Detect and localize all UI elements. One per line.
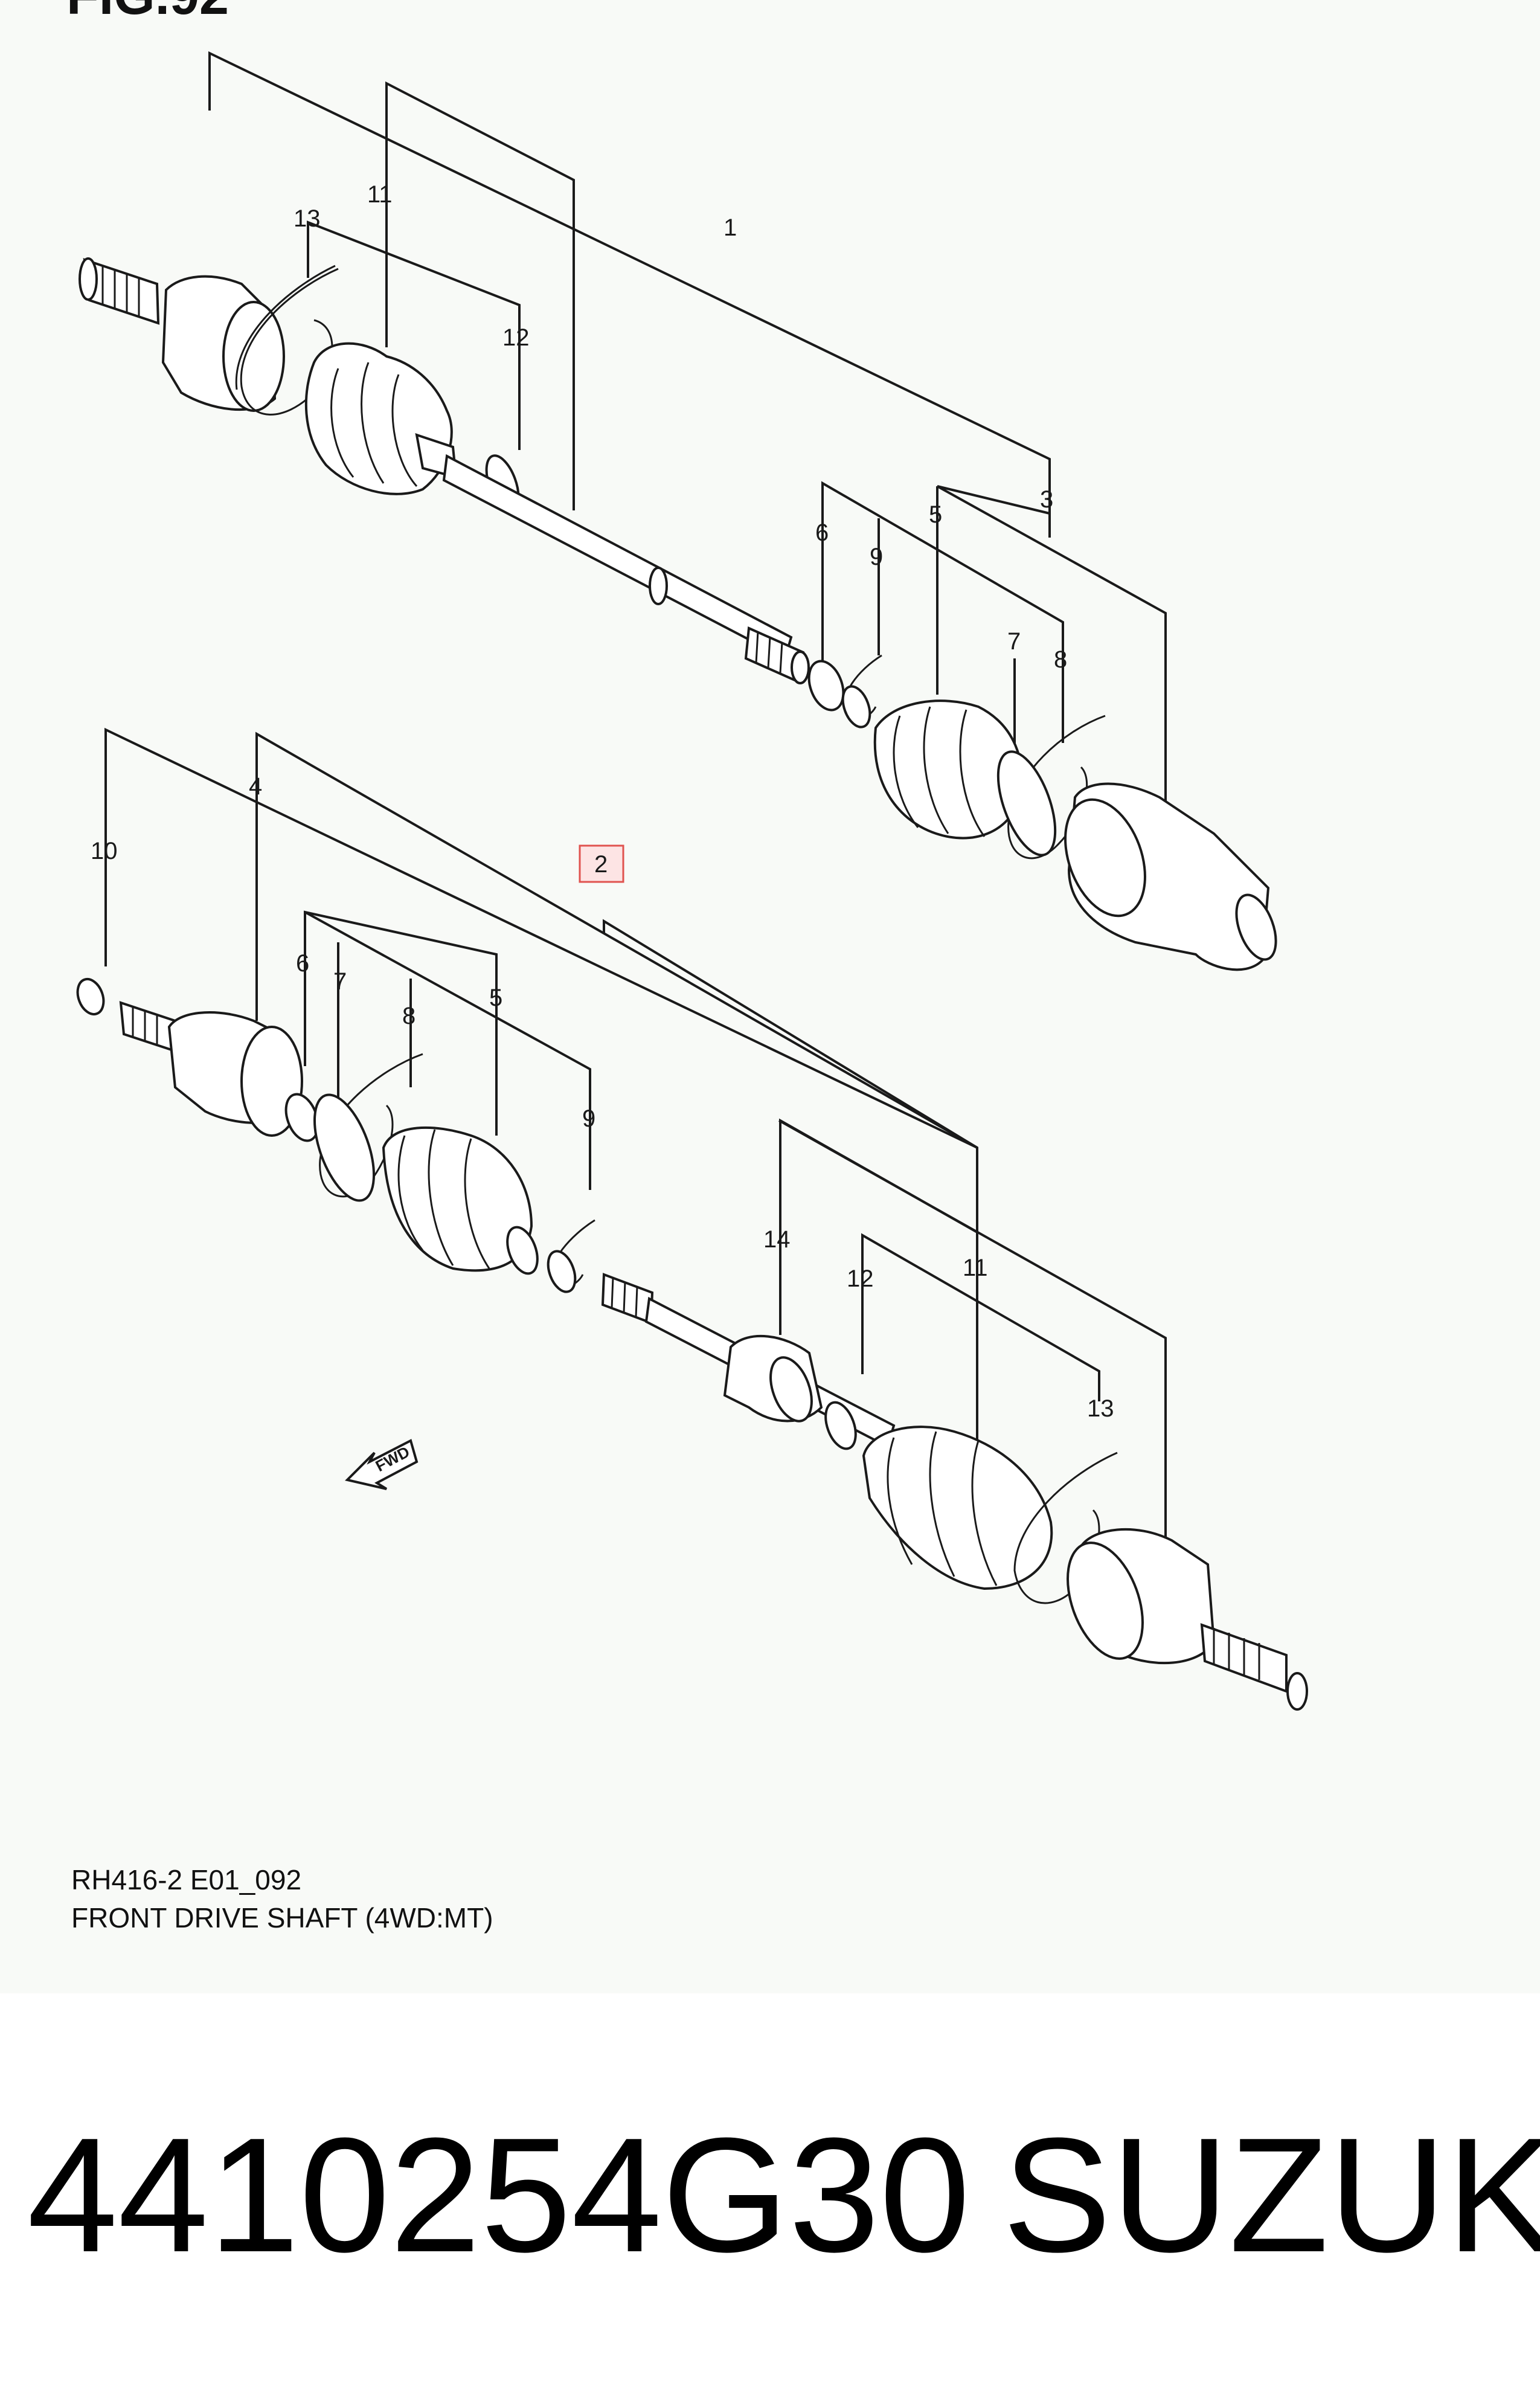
callout-2-highlight	[579, 844, 624, 883]
callout-14: 14	[763, 1226, 791, 1253]
outer-boot-11-lower	[862, 1426, 1053, 1590]
snap-ring-10	[76, 977, 105, 1016]
upper-drive-shaft-bar	[442, 454, 793, 660]
callout-10: 10	[91, 838, 118, 864]
callout-3: 3	[1040, 486, 1053, 513]
small-clamp-12-lower	[824, 1401, 857, 1450]
callout-4: 4	[249, 773, 262, 800]
lower-shaft-assembly	[76, 727, 1308, 1711]
upper-inner-joint-group	[807, 481, 1277, 971]
callout-12-lower: 12	[847, 1265, 874, 1292]
stub-shaft-end	[79, 257, 98, 301]
fwd-direction-arrow: FWD	[345, 1439, 419, 1490]
outer-boot-11	[304, 342, 453, 495]
boot-clamp-7-lower	[313, 1093, 376, 1202]
circlip-6-upper	[807, 660, 845, 712]
outer-joint-face	[222, 301, 285, 412]
diagram-title: FRONT DRIVE SHAFT (4WD:MT)	[71, 1902, 493, 1934]
callout-8-upper: 8	[1054, 646, 1067, 673]
callout-6-lower: 6	[296, 950, 309, 977]
callout-11-lower: 11	[963, 1255, 988, 1281]
callout-2: 2	[594, 851, 608, 878]
callout-8-lower: 8	[402, 1003, 415, 1029]
figure-title: FIG.92	[66, 0, 229, 27]
leader-line-11-upper	[385, 81, 575, 510]
inner-joint-housing-end	[1235, 893, 1277, 961]
upper-shaft-assembly	[79, 51, 1051, 684]
callout-13-upper: 13	[294, 205, 321, 232]
outer-joint-face-lower	[1067, 1542, 1144, 1660]
reference-code: RH416-2 E01_092	[71, 1864, 302, 1895]
exploded-parts-diagram: FWD 1 11 13 12 3 5 6 9 7 8 2 4 10 6 7 8 …	[76, 51, 1308, 1711]
inner-boot-5-lower	[382, 1126, 533, 1272]
leader-line-6-lower	[304, 911, 591, 1190]
callout-6-upper: 6	[815, 519, 829, 546]
inner-joint-housing-face	[1064, 798, 1146, 918]
leader-line-1	[208, 51, 1051, 538]
leader-line-4	[255, 731, 978, 1149]
leader-line-10	[104, 727, 978, 1149]
callout-13-lower: 13	[1087, 1395, 1114, 1422]
callout-labels: 1 11 13 12 3 5 6 9 7 8 2 4 10 6 7 8 5 9 …	[91, 181, 1114, 1422]
callout-12-upper: 12	[502, 324, 530, 351]
callout-5-lower: 5	[489, 985, 502, 1011]
boot-neck-lower	[506, 1226, 539, 1275]
stub-shaft-end-lower	[1286, 1672, 1308, 1711]
leader-line-13-lower	[778, 1119, 1167, 1552]
inner-stub-splines-lower	[119, 1001, 176, 1053]
leader-line-14	[779, 1118, 978, 1335]
callout-5-upper: 5	[929, 501, 942, 528]
callout-11-upper: 11	[367, 181, 393, 208]
shaft-collar	[649, 567, 668, 605]
leader-line-5-lower	[304, 910, 498, 1136]
boot-clamp-7-upper	[996, 750, 1057, 857]
callout-1: 1	[723, 214, 737, 241]
callout-7-lower: 7	[333, 968, 347, 995]
stub-shaft-splines	[101, 266, 140, 317]
callout-9-upper: 9	[870, 544, 883, 570]
leader-line-12-lower	[861, 1233, 1100, 1401]
lower-shaft-spline	[601, 1273, 654, 1325]
part-number: 4410254G30	[27, 2104, 971, 2286]
callout-7-upper: 7	[1007, 628, 1021, 655]
diagram-panel: FIG.92	[66, 0, 1308, 1934]
callout-9-lower: 9	[582, 1105, 595, 1132]
brand-name: SUZUKI	[1003, 2104, 1540, 2286]
